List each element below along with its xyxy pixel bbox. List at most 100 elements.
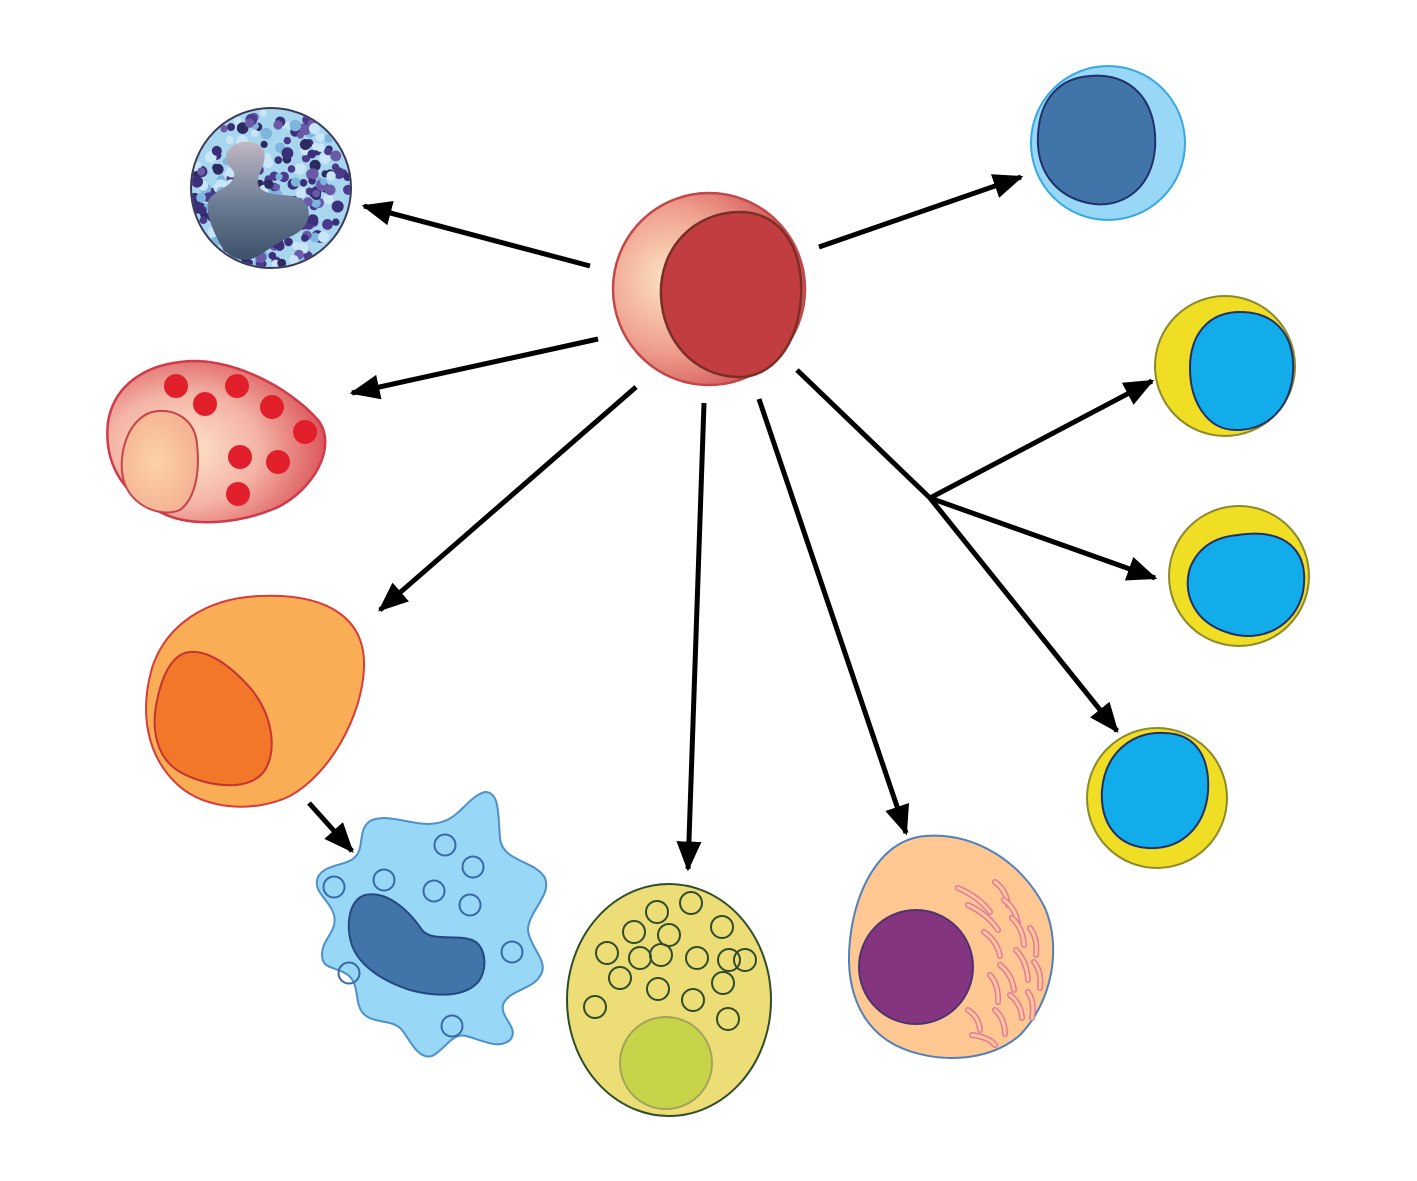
granule (299, 139, 311, 150)
granule (281, 147, 294, 160)
granule (199, 216, 208, 225)
granule (260, 127, 273, 140)
granule (262, 157, 274, 168)
er-segment-inner (1010, 916, 1026, 947)
stem-cell-icon (611, 191, 807, 387)
granule (310, 232, 321, 243)
granule (274, 156, 283, 165)
granule (307, 149, 317, 159)
granule (196, 192, 207, 203)
granule (260, 140, 268, 148)
er-segment-inner (993, 1008, 1007, 1036)
lymphocyte-blue-icon (1030, 65, 1186, 221)
granule (268, 251, 277, 260)
er-segment-inner (970, 1033, 997, 1047)
granule (227, 123, 235, 131)
granule (225, 136, 234, 145)
granule (312, 189, 320, 198)
arrow-to-plasma-cell (756, 398, 910, 836)
arrow-to-granulocyte (361, 200, 591, 269)
granule (305, 187, 314, 196)
eosinophil-icon (106, 359, 327, 524)
granule (233, 116, 242, 125)
arrow-to-macrophage (307, 801, 354, 853)
monocyte-icon (145, 594, 366, 808)
granule (193, 201, 204, 212)
er-segment-inner (1026, 990, 1035, 1020)
granule (319, 153, 331, 164)
granule (332, 218, 340, 226)
granule (310, 198, 320, 208)
lymphocyte-yellow-3-icon (1086, 727, 1228, 869)
granule (308, 168, 319, 179)
granule (309, 159, 321, 171)
granule (197, 167, 206, 176)
granule (324, 184, 336, 196)
granule (320, 178, 328, 186)
er-segment-inner (1014, 948, 1030, 982)
arrow-to-lymphocyte-yellow-1 (928, 378, 1155, 501)
arrow-to-eosinophil (349, 336, 599, 400)
lymphocyte-yellow-2-icon (1168, 505, 1310, 647)
granule (343, 184, 350, 195)
granule (326, 171, 336, 181)
granulocyte-icon (190, 107, 352, 269)
arrow-to-lymphocyte-yellow-2 (929, 495, 1158, 581)
granule (192, 175, 204, 188)
er-segment-inner (966, 1008, 982, 1032)
granule (301, 154, 311, 163)
granule (290, 177, 301, 187)
lymphocyte-yellow-1-icon (1154, 295, 1296, 437)
granule (299, 179, 308, 187)
er-segment-inner (1028, 926, 1038, 957)
granule (330, 150, 342, 162)
granule (324, 147, 332, 156)
granule (287, 165, 296, 173)
granule (273, 120, 283, 130)
granule (211, 145, 222, 156)
granule (283, 136, 291, 145)
granule (288, 255, 299, 265)
granule (315, 132, 325, 142)
granule (212, 163, 224, 175)
er-segment-inner (956, 886, 992, 914)
granule (251, 129, 259, 137)
granule (322, 219, 333, 230)
granule (331, 163, 340, 171)
arrow-to-lymphocyte-blue (818, 174, 1024, 250)
granule (296, 187, 307, 198)
granule (275, 173, 283, 181)
granule (308, 123, 320, 135)
arrows-layer (307, 174, 1158, 872)
er-segment-inner (1008, 993, 1024, 1020)
granule (277, 258, 287, 267)
granule (272, 183, 281, 191)
granule (284, 237, 293, 247)
granule (307, 214, 319, 226)
granule (264, 179, 274, 189)
granule (323, 193, 334, 205)
arrow-to-lymphocyte-yellow-3 (928, 496, 1119, 733)
arrow-to-mast-cell (676, 402, 707, 872)
granule (311, 142, 320, 151)
er-segment-inner (998, 963, 1016, 992)
granule (294, 163, 306, 175)
granule (301, 234, 309, 242)
granule (245, 118, 255, 128)
granule (318, 231, 329, 243)
er-segment-inner (982, 930, 1002, 958)
granule (289, 119, 302, 132)
er-segment-inner (988, 973, 1000, 1004)
er-segment-inner (1032, 960, 1042, 990)
granule (259, 109, 267, 117)
mast-cell-icon (566, 883, 772, 1117)
arrow-to-monocyte (378, 385, 638, 612)
er-segment-inner (966, 903, 1000, 932)
granule (331, 200, 344, 213)
arrow-branch-trunk (795, 368, 932, 500)
macrophage-icon (315, 790, 548, 1058)
plasma-cell-icon (848, 834, 1055, 1059)
granule (296, 131, 304, 139)
